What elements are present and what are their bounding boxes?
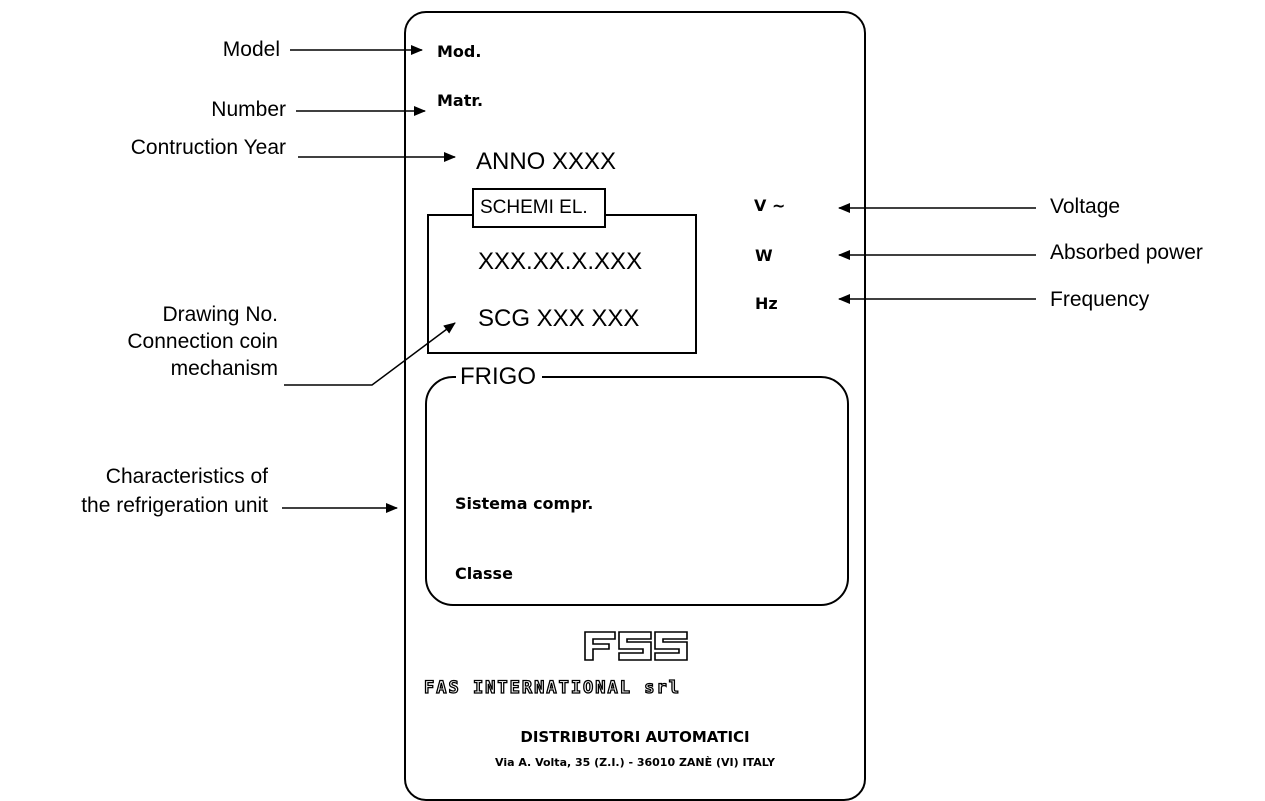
label-refrigeration-characteristics: Characteristics of the refrigeration uni… xyxy=(0,462,268,520)
plate-mod: Mod. xyxy=(437,42,482,61)
label-char-line1: Characteristics of xyxy=(105,465,268,488)
schemi-code-2: SCG XXX XXX xyxy=(478,305,640,332)
schemi-label: SCHEMI EL. xyxy=(472,188,606,228)
label-construction-year: Contruction Year xyxy=(130,136,286,159)
plate-hz: Hz xyxy=(755,294,778,313)
label-drawing-line1: Drawing No. xyxy=(162,303,278,326)
schemi-box xyxy=(427,214,697,354)
company-name-outlined: FAS INTERNATIONAL srl xyxy=(423,677,681,698)
label-drawing-line2: Connection coin xyxy=(127,330,278,353)
label-model: Model xyxy=(222,38,280,61)
label-char-line2: the refrigeration unit xyxy=(81,494,268,517)
company-line-2: Via A. Volta, 35 (Z.I.) - 36010 ZANÈ (VI… xyxy=(495,756,775,769)
label-voltage: Voltage xyxy=(1050,195,1121,218)
label-drawing-no: Drawing No. Connection coin mechanism xyxy=(60,301,278,382)
frigo-title: FRIGO xyxy=(456,364,542,390)
frigo-box xyxy=(425,376,849,606)
label-frequency: Frequency xyxy=(1050,288,1150,311)
plate-matr: Matr. xyxy=(437,91,484,110)
plate-watt: W xyxy=(755,246,773,265)
fas-logo xyxy=(584,631,688,661)
plate-anno: ANNO XXXX xyxy=(476,148,617,175)
schemi-code-1: XXX.XX.X.XXX xyxy=(478,248,643,275)
company-line-1: DISTRIBUTORI AUTOMATICI xyxy=(520,728,750,746)
frigo-classe: Classe xyxy=(455,564,513,583)
label-absorbed-power: Absorbed power xyxy=(1050,241,1203,264)
plate-volt: V ~ xyxy=(754,196,786,215)
label-drawing-line3: mechanism xyxy=(170,357,278,380)
label-number: Number xyxy=(211,98,286,121)
frigo-sistema: Sistema compr. xyxy=(455,494,594,513)
